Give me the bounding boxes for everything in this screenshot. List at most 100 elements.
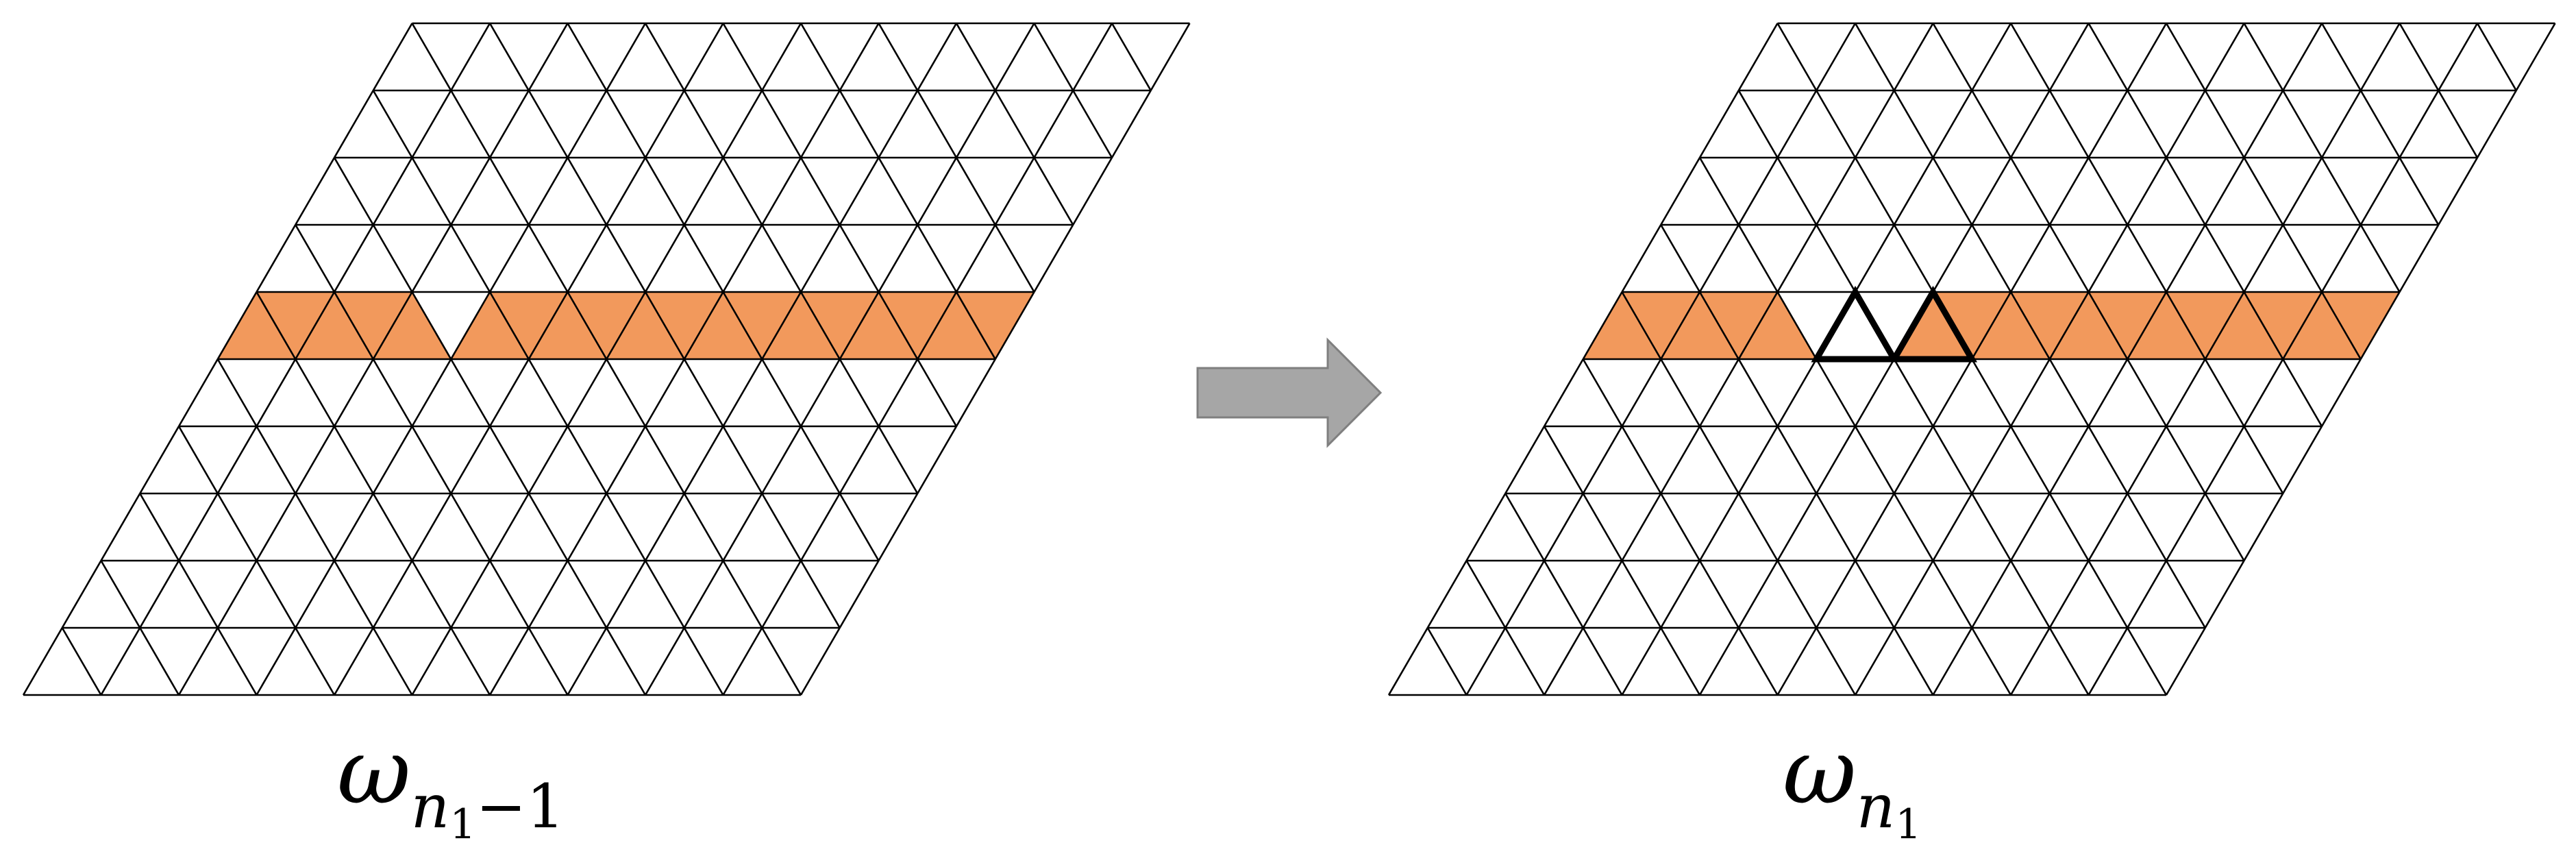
grid-line xyxy=(1621,627,1662,696)
grid-line xyxy=(2438,23,2479,91)
grid-line xyxy=(606,224,647,293)
grid-line xyxy=(2048,493,2090,561)
grid-line xyxy=(450,224,491,293)
grid-line xyxy=(1737,224,1779,293)
highlight-triangle xyxy=(1738,292,1817,359)
grid-line xyxy=(683,426,724,494)
grid-line xyxy=(2088,627,2129,696)
grid-line xyxy=(1660,426,1701,494)
highlight-triangle xyxy=(878,292,956,359)
caption-symbol: ω xyxy=(1783,719,1857,825)
grid-line xyxy=(1033,90,1074,158)
grid-line xyxy=(1893,157,1934,225)
grid-line xyxy=(800,358,841,427)
grid-line xyxy=(2009,157,2051,225)
grid-line xyxy=(2009,560,2051,629)
highlight-triangle xyxy=(762,292,840,359)
grid-line xyxy=(256,291,297,360)
grid-line xyxy=(1582,426,1623,494)
grid-line xyxy=(1582,291,1623,360)
grid-line xyxy=(1893,224,1934,293)
grid-line xyxy=(2320,358,2362,427)
grid-line xyxy=(1971,358,2012,427)
grid-line xyxy=(567,224,608,293)
grid-line xyxy=(528,90,569,158)
grid-line xyxy=(1893,23,1934,91)
grid-line xyxy=(2009,493,2051,561)
grid-line xyxy=(372,426,413,494)
grid-line xyxy=(295,560,336,629)
grid-line xyxy=(2009,90,2051,158)
grid-line xyxy=(994,90,1035,158)
grid-line xyxy=(1971,224,2012,293)
grid-line xyxy=(411,23,452,91)
grid-line xyxy=(177,560,219,629)
grid-line xyxy=(2048,560,2090,629)
grid-line xyxy=(2204,493,2245,561)
grid-line xyxy=(839,23,880,91)
grid-line xyxy=(2282,90,2323,158)
grid-line xyxy=(2165,224,2206,293)
grid-line xyxy=(256,224,297,293)
grid-line xyxy=(1776,291,1818,360)
grid-line xyxy=(2243,157,2284,225)
grid-line xyxy=(2204,90,2245,158)
grid-line xyxy=(1737,426,1779,494)
grid-line xyxy=(2048,23,2090,91)
grid-line xyxy=(567,358,608,427)
grid-line xyxy=(2360,291,2401,360)
grid-line xyxy=(722,90,763,158)
grid-line xyxy=(1854,157,1895,225)
highlight-triangle xyxy=(2166,292,2244,359)
grid-line xyxy=(2165,426,2206,494)
right-caption: ωn1 xyxy=(1783,727,1922,845)
grid-line xyxy=(1737,291,1779,360)
grid-line xyxy=(295,291,336,360)
grid-line xyxy=(1971,627,2012,696)
grid-line xyxy=(800,157,841,225)
caption-sub-var: n xyxy=(1856,771,1896,842)
grid-line xyxy=(878,291,919,360)
grid-line xyxy=(1543,560,1584,629)
grid-line xyxy=(2204,224,2245,293)
grid-line xyxy=(256,560,297,629)
highlight-triangle xyxy=(217,292,296,359)
highlight-triangle xyxy=(256,292,334,359)
grid-line xyxy=(2320,224,2362,293)
grid-line xyxy=(1621,291,1662,360)
grid-line xyxy=(2048,358,2090,427)
grid-line xyxy=(372,157,413,225)
grid-line xyxy=(1932,560,1973,629)
grid-line xyxy=(878,224,919,293)
grid-line xyxy=(2088,291,2129,360)
grid-line xyxy=(1854,90,1895,158)
grid-line xyxy=(100,493,141,561)
grid-line xyxy=(372,493,413,561)
grid-line xyxy=(2088,224,2129,293)
grid-line xyxy=(1932,358,1973,427)
grid-line xyxy=(2009,358,2051,427)
grid-line xyxy=(2048,627,2090,696)
grid-line xyxy=(450,627,491,696)
highlight-triangle xyxy=(1972,292,2050,359)
highlight-triangle xyxy=(1894,292,1972,359)
grid-line xyxy=(606,358,647,427)
grid-line xyxy=(2127,291,2168,360)
grid-line xyxy=(800,23,841,91)
grid-line xyxy=(1893,627,1934,696)
highlight-triangle xyxy=(917,292,995,359)
grid-line xyxy=(1776,157,1818,225)
highlight-triangle xyxy=(1583,292,1661,359)
highlight-triangle xyxy=(2205,292,2283,359)
grid-line xyxy=(411,358,452,427)
grid-line xyxy=(606,90,647,158)
grid-line xyxy=(683,493,724,561)
grid-line xyxy=(333,358,374,427)
grid-line xyxy=(2282,358,2323,427)
grid-line xyxy=(2127,23,2168,91)
grid-line xyxy=(411,560,452,629)
bold-triangle xyxy=(1811,286,1900,363)
grid-line xyxy=(1816,90,1857,158)
grid-line xyxy=(644,560,685,629)
